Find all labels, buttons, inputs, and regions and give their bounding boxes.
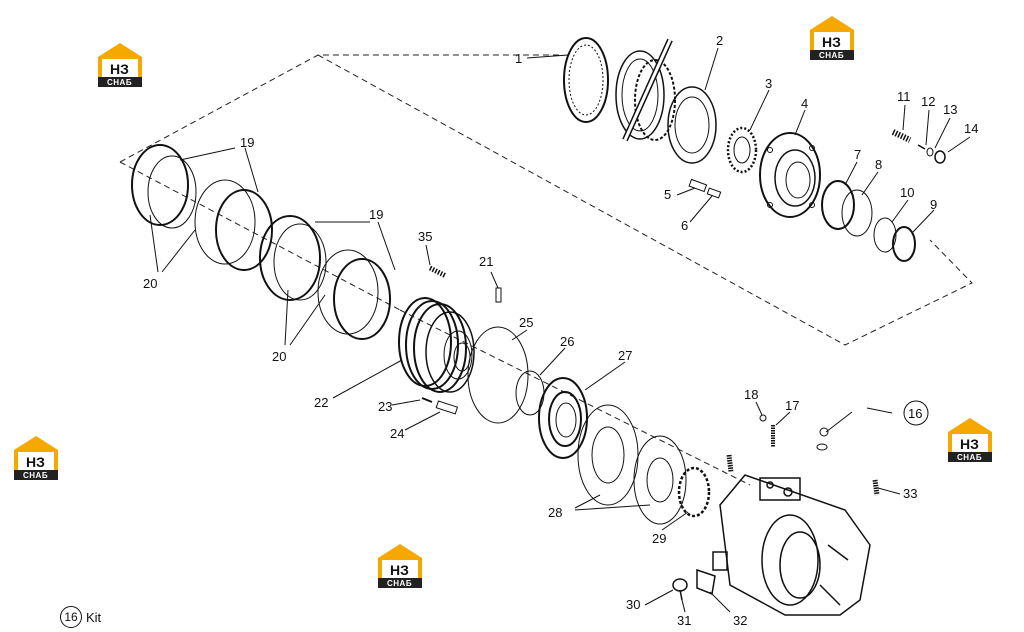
callout-16: 16 (908, 406, 922, 421)
callout-20-left: 20 (143, 276, 157, 291)
pin-and-spring (428, 265, 502, 303)
callout-8: 8 (875, 157, 882, 172)
snap-rings (467, 326, 545, 424)
callout-30: 30 (626, 597, 640, 612)
callout-32: 32 (733, 613, 747, 628)
callout-21: 21 (479, 254, 493, 269)
callout-20-mid: 20 (272, 349, 286, 364)
callout-9: 9 (930, 197, 937, 212)
leader-lines (149, 47, 971, 613)
callout-7: 7 (854, 147, 861, 162)
callout-27: 27 (618, 348, 632, 363)
callout-10: 10 (900, 185, 914, 200)
clutch-piston (398, 297, 475, 393)
callout-29: 29 (652, 531, 666, 546)
small-pins (688, 178, 722, 199)
callout-23: 23 (378, 399, 392, 414)
seal-rings-right (821, 180, 916, 262)
legend-kit-number: 16 (60, 606, 82, 628)
watermark-logo: НЗ СНАБ (948, 418, 992, 462)
svg-text:НЗ: НЗ (960, 436, 979, 452)
callout-24: 24 (390, 426, 404, 441)
svg-text:НЗ: НЗ (26, 454, 45, 470)
callout-4: 4 (801, 96, 808, 111)
shaft-pins (421, 397, 459, 415)
friction-disc-small (677, 466, 711, 518)
svg-text:СНАБ: СНАБ (107, 78, 132, 87)
transmission-housing (712, 474, 871, 616)
callout-26: 26 (560, 334, 574, 349)
callout-33: 33 (903, 486, 917, 501)
svg-text:СНАБ: СНАБ (957, 453, 982, 462)
svg-text:СНАБ: СНАБ (819, 51, 844, 60)
legend-kit: 16 Kit (60, 606, 101, 628)
clutch-discs (577, 404, 687, 525)
watermark-logo: НЗ СНАБ (810, 16, 854, 60)
svg-text:СНАБ: СНАБ (387, 579, 412, 588)
callout-19-mid: 19 (369, 207, 383, 222)
callout-18: 18 (744, 387, 758, 402)
fittings (726, 414, 880, 496)
callout-25: 25 (519, 315, 533, 330)
callout-22: 22 (314, 395, 328, 410)
separator-plate (667, 86, 717, 164)
seal-rings-left (131, 144, 391, 340)
pressure-plate (538, 377, 588, 459)
callout-28: 28 (548, 505, 562, 520)
gear (726, 126, 758, 174)
svg-text:НЗ: НЗ (822, 34, 841, 50)
callout-3: 3 (765, 76, 772, 91)
callout-14: 14 (964, 121, 978, 136)
friction-plate (563, 37, 676, 142)
callout-6: 6 (681, 218, 688, 233)
callout-35: 35 (418, 229, 432, 244)
svg-text:СНАБ: СНАБ (23, 471, 48, 480)
callout-31: 31 (677, 613, 691, 628)
callout-11: 11 (897, 89, 911, 104)
watermark-logo: НЗ СНАБ (378, 544, 422, 588)
drain-plug-and-bracket (672, 568, 716, 601)
callout-12: 12 (921, 94, 935, 109)
callout-1: 1 (515, 51, 522, 66)
spring-and-valve (891, 129, 946, 164)
callout-17: 17 (785, 398, 799, 413)
callout-2: 2 (716, 33, 723, 48)
callout-5: 5 (664, 187, 671, 202)
svg-text:НЗ: НЗ (110, 61, 129, 77)
callout-labels: 1 2 3 4 5 6 7 8 9 10 11 12 13 14 19 20 1… (143, 33, 978, 628)
watermark-logo: НЗ СНАБ (14, 436, 58, 480)
legend-kit-text: Kit (86, 609, 102, 625)
watermark-logo: НЗ СНАБ (98, 43, 142, 87)
svg-text:НЗ: НЗ (390, 562, 409, 578)
callout-19-top: 19 (240, 135, 254, 150)
piston-housing (759, 132, 821, 218)
callout-13: 13 (943, 102, 957, 117)
dashed-assembly-outline (119, 54, 973, 486)
